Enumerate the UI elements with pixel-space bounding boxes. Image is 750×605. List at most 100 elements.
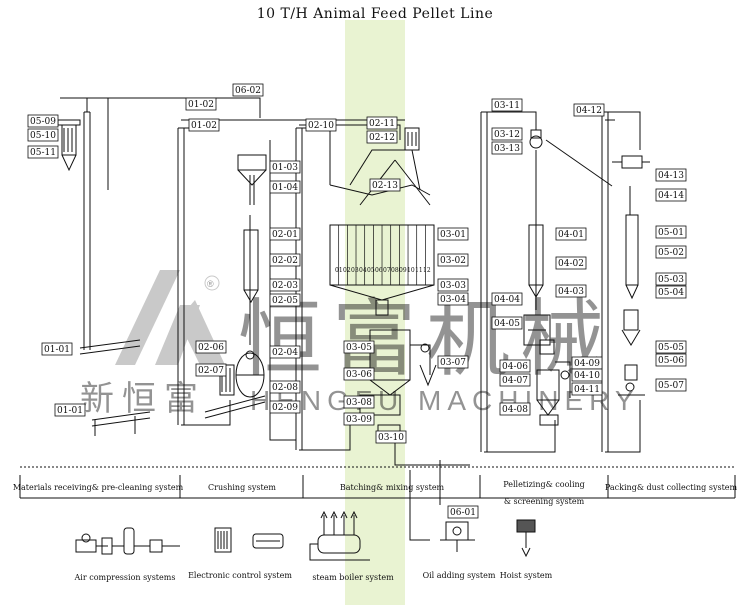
svg-text:11: 11 — [415, 267, 423, 274]
label-text: 05-04 — [658, 288, 684, 298]
label-03-04: 03-04 — [437, 292, 469, 306]
batching-bins — [329, 127, 437, 438]
label-03-06: 03-06 — [343, 367, 375, 381]
label-text: 02-13 — [372, 181, 398, 191]
section-packing: Packing& dust collecting system — [605, 483, 738, 492]
label-text: 01-03 — [272, 163, 298, 173]
svg-text:04: 04 — [359, 267, 367, 274]
watermark-brand-cn-small: 新恒富 — [80, 380, 206, 418]
label-02-02: 02-02 — [269, 253, 301, 267]
label-text: 03-01 — [440, 230, 466, 240]
label-02-01: 02-01 — [269, 227, 301, 241]
section-bar — [19, 466, 736, 499]
label-text: 03-03 — [440, 281, 466, 291]
label-text: 03-11 — [494, 101, 520, 111]
screw-conveyors — [79, 339, 266, 436]
section-batching: Batching& mixing system — [340, 483, 445, 492]
label-02-04: 02-04 — [269, 345, 301, 359]
label-text: 01-02 — [188, 100, 214, 110]
label-text: 05-10 — [30, 131, 56, 141]
label-text: 03-07 — [440, 358, 466, 368]
label-06-02: 06-02 — [232, 83, 264, 97]
label-text: 02-03 — [272, 281, 298, 291]
label-04-04: 04-04 — [491, 292, 523, 306]
steam-boiler-icon — [309, 510, 370, 561]
oil-adding-icon — [440, 521, 475, 552]
label-04-12: 04-12 — [573, 103, 605, 117]
section-pelletizing-line1: Pelletizing& cooling — [503, 480, 585, 489]
label-text: 05-01 — [658, 228, 684, 238]
air-compression-icon — [75, 527, 180, 555]
label-text: 05-02 — [658, 248, 684, 258]
label-text: 04-06 — [502, 362, 528, 372]
label-text: 02-02 — [272, 256, 298, 266]
label-02-12: 02-12 — [366, 130, 398, 144]
svg-text:05: 05 — [367, 267, 375, 274]
svg-text:07: 07 — [383, 267, 391, 274]
label-03-02: 03-02 — [437, 253, 469, 267]
label-01-01b: 01-01 — [54, 403, 86, 417]
label-06-01: 06-01 — [447, 505, 479, 519]
label-03-09: 03-09 — [343, 412, 375, 426]
label-03-10: 03-10 — [375, 430, 407, 444]
aux-air-label: Air compression systems — [74, 573, 176, 582]
label-04-14: 04-14 — [655, 188, 687, 202]
label-04-10: 04-10 — [571, 368, 603, 382]
label-03-03: 03-03 — [437, 278, 469, 292]
svg-text:08: 08 — [391, 267, 399, 274]
label-text: 02-08 — [272, 383, 298, 393]
label-05-05: 05-05 — [655, 340, 687, 354]
label-01-03: 01-03 — [269, 160, 301, 174]
pre-cleaning-equipment — [57, 119, 81, 172]
label-02-06: 02-06 — [195, 340, 227, 354]
label-text: 05-07 — [658, 381, 684, 391]
label-03-11: 03-11 — [491, 98, 523, 112]
label-05-07: 05-07 — [655, 378, 687, 392]
label-03-01: 03-01 — [437, 227, 469, 241]
svg-text:09: 09 — [399, 267, 407, 274]
label-text: 03-12 — [494, 130, 520, 140]
label-text: 05-03 — [658, 275, 684, 285]
label-text: 01-01 — [44, 345, 70, 355]
label-text: 02-04 — [272, 348, 298, 358]
label-text: 05-11 — [30, 148, 56, 158]
label-text: 02-12 — [369, 133, 395, 143]
aux-oil-label: Oil adding system — [423, 571, 496, 580]
label-text: 05-05 — [658, 343, 684, 353]
label-02-07: 02-07 — [195, 363, 227, 377]
label-text: 04-02 — [558, 259, 584, 269]
section-crushing: Crushing system — [208, 483, 276, 492]
label-text: 04-01 — [558, 230, 584, 240]
section-receiving: Materials receiving& pre-cleaning system — [13, 483, 184, 492]
aux-electronic-label: Electronic control system — [188, 571, 292, 580]
label-04-08: 04-08 — [499, 402, 531, 416]
registered-mark: ® — [207, 279, 214, 289]
label-04-11: 04-11 — [571, 382, 603, 396]
electronic-control-icon — [214, 527, 284, 553]
label-text: 02-07 — [198, 366, 224, 376]
svg-text:10: 10 — [407, 267, 415, 274]
label-text: 01-02 — [191, 121, 217, 131]
label-text: 03-13 — [494, 144, 520, 154]
label-text: 05-09 — [30, 117, 56, 127]
label-04-13: 04-13 — [655, 168, 687, 182]
label-text: 04-07 — [502, 376, 528, 386]
label-text: 01-01 — [57, 406, 83, 416]
svg-text:12: 12 — [423, 267, 431, 274]
section-pelletizing-line2: & screening system — [504, 497, 585, 506]
label-text: 06-01 — [450, 508, 476, 518]
label-text: 02-09 — [272, 403, 298, 413]
aux-steam-label: steam boiler system — [312, 573, 394, 582]
label-text: 03-09 — [346, 415, 372, 425]
label-03-12: 03-12 — [491, 127, 523, 141]
label-text: 03-04 — [440, 295, 466, 305]
label-text: 04-11 — [574, 385, 600, 395]
label-text: 03-02 — [440, 256, 466, 266]
label-05-06: 05-06 — [655, 353, 687, 367]
label-text: 04-09 — [574, 359, 600, 369]
label-01-04: 01-04 — [269, 180, 301, 194]
label-03-05: 03-05 — [343, 340, 375, 354]
bin-dividers — [338, 225, 435, 285]
label-03-07: 03-07 — [437, 355, 469, 369]
label-text: 05-06 — [658, 356, 684, 366]
